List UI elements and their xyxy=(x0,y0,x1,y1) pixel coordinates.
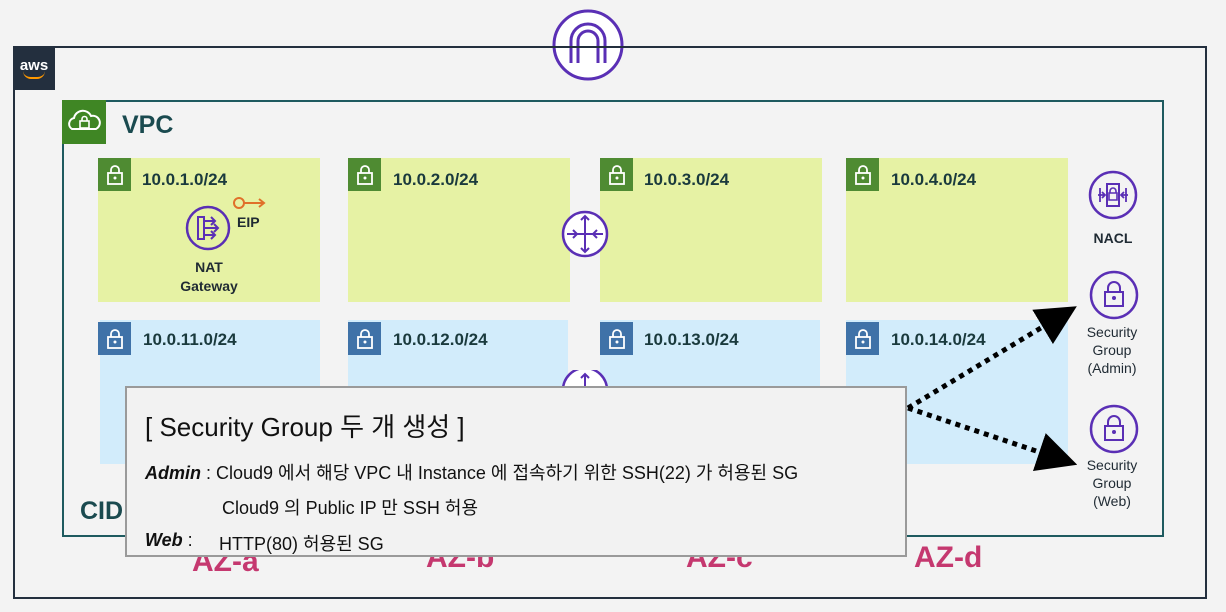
internet-gateway-icon xyxy=(552,9,624,81)
nacl-icon xyxy=(1088,170,1138,220)
security-group-callout: [ Security Group 두 개 생성 ] Admin : Cloud9… xyxy=(125,386,907,557)
private-subnet-lock-icon xyxy=(846,322,879,355)
admin-key: Admin xyxy=(145,463,201,483)
public-subnet-lock-icon xyxy=(600,158,633,191)
security-group-web-icon xyxy=(1089,404,1139,454)
dotted-arrows xyxy=(906,306,1078,472)
public-subnet-lock-icon xyxy=(348,158,381,191)
nat-label-line-2: Gateway xyxy=(180,278,238,294)
private-subnet-lock-icon xyxy=(98,322,131,355)
aws-smile-icon xyxy=(23,71,45,79)
nacl-label: NACL xyxy=(1093,230,1133,246)
security-group-web-label: Security Group (Web) xyxy=(1072,456,1152,510)
aws-logo-text: aws xyxy=(19,57,49,74)
public-subnet-cidr: 10.0.3.0/24 xyxy=(644,170,730,189)
private-subnet-lock-icon xyxy=(600,322,633,355)
callout-web-line: Web : xyxy=(145,530,193,551)
router-icon xyxy=(561,370,609,390)
private-subnet-cidr: 10.0.14.0/24 xyxy=(891,330,986,349)
security-group-admin-label: Security Group (Admin) xyxy=(1072,323,1152,377)
arrow-to-web-sg xyxy=(907,405,1078,472)
public-subnet-lock-icon xyxy=(98,158,131,191)
public-subnet-cidr: 10.0.2.0/24 xyxy=(393,170,479,189)
public-subnet-d xyxy=(846,158,1068,302)
az-label-d: AZ-d xyxy=(914,541,983,574)
sg-admin-line-2: Group xyxy=(1092,342,1132,358)
vpc-label: VPC xyxy=(122,111,174,139)
sg-admin-line-3: (Admin) xyxy=(1087,360,1137,376)
sg-web-line-3: (Web) xyxy=(1093,493,1131,509)
callout-admin-line: Admin : Cloud9 에서 해당 VPC 내 Instance 에 접속… xyxy=(145,459,798,485)
eip-label: EIP xyxy=(237,214,260,230)
admin-text: : Cloud9 에서 해당 VPC 내 Instance 에 접속하기 위한 … xyxy=(201,463,799,483)
public-subnet-c xyxy=(600,158,822,302)
callout-web-line-2: HTTP(80) 허용된 SG xyxy=(219,534,384,554)
nat-gateway-icon xyxy=(185,205,231,251)
sg-web-line-1: Security xyxy=(1086,457,1138,473)
public-subnet-lock-icon xyxy=(846,158,879,191)
callout-title: [ Security Group 두 개 생성 ] xyxy=(145,412,465,442)
private-subnet-cidr: 10.0.12.0/24 xyxy=(393,330,488,349)
arrow-to-admin-sg xyxy=(906,306,1077,411)
cidr-label: CID xyxy=(80,497,124,525)
aws-cloud-frame xyxy=(13,46,1207,599)
eip-icon xyxy=(233,197,266,209)
router-icon xyxy=(561,210,609,258)
web-text: : xyxy=(182,530,193,550)
callout-admin-line-2: Cloud9 의 Public IP 만 SSH 허용 xyxy=(222,498,479,518)
aws-logo: aws xyxy=(13,46,55,90)
sg-admin-line-1: Security xyxy=(1086,324,1138,340)
public-subnet-cidr: 10.0.1.0/24 xyxy=(142,170,228,189)
public-subnet-cidr: 10.0.4.0/24 xyxy=(891,170,977,189)
private-subnet-cidr: 10.0.13.0/24 xyxy=(644,330,739,349)
private-subnet-lock-icon xyxy=(348,322,381,355)
nat-gateway-label: NAT Gateway xyxy=(170,258,248,296)
private-subnet-cidr: 10.0.11.0/24 xyxy=(143,330,237,349)
sg-web-line-2: Group xyxy=(1092,475,1132,491)
nat-label-line-1: NAT xyxy=(195,259,223,275)
vpc-icon xyxy=(62,100,106,144)
web-key: Web xyxy=(145,530,183,550)
public-subnet-b xyxy=(348,158,570,302)
public-subnet-a xyxy=(98,158,320,302)
security-group-admin-icon xyxy=(1089,270,1139,320)
